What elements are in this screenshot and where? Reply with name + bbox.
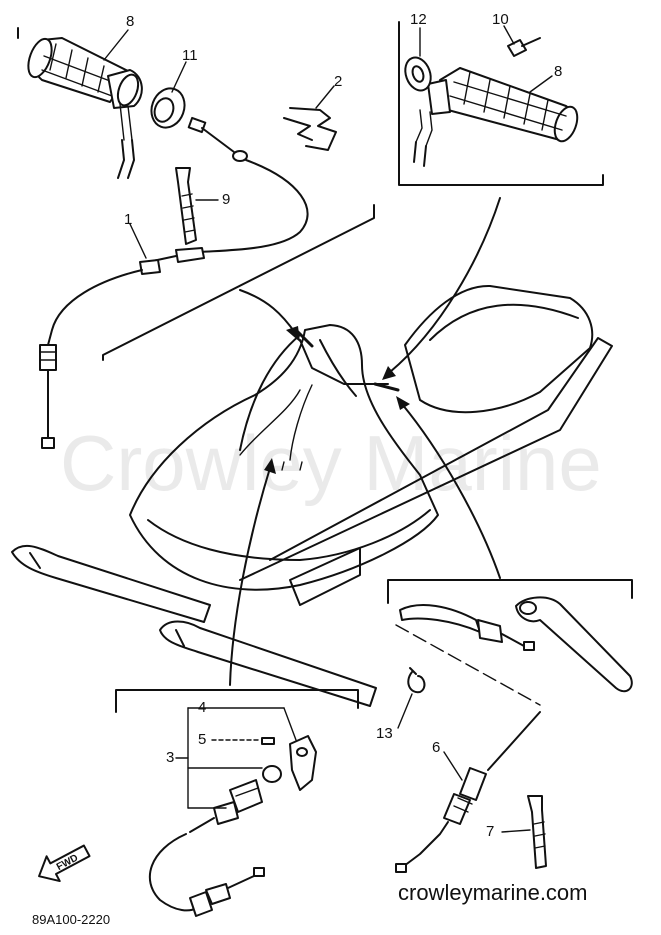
fwd-label: FWD <box>55 853 80 873</box>
choke-cable-3 <box>148 765 282 917</box>
collar-11 <box>150 87 186 129</box>
band-9 <box>175 167 197 245</box>
clip-2 <box>283 107 337 151</box>
callout-4: 4 <box>198 699 206 716</box>
seat <box>404 284 594 414</box>
brake-cable-6 <box>395 711 541 873</box>
callout-labels: 8 11 2 9 1 12 10 8 4 5 3 13 6 7 <box>124 11 562 840</box>
callout-3: 3 <box>166 749 174 766</box>
right-ski <box>159 620 377 707</box>
callout-5: 5 <box>198 731 206 748</box>
frame-top-left <box>17 27 375 361</box>
callout-12: 12 <box>410 11 427 28</box>
band-7 <box>527 795 547 869</box>
clip-13 <box>407 667 426 694</box>
frame-bottom <box>115 689 359 713</box>
screw-10 <box>507 37 541 57</box>
washer-12 <box>404 56 432 92</box>
left-ski <box>11 544 211 623</box>
callout-1: 1 <box>124 211 132 228</box>
callout-8-left: 8 <box>126 13 134 30</box>
pointer-lines <box>229 197 501 686</box>
watermark-text: Crowley Marine <box>60 419 602 507</box>
throttle-cable-1 <box>39 116 309 449</box>
leader-lines <box>103 25 553 833</box>
frame-brake <box>387 579 633 604</box>
diagram-code: 89A100-2220 <box>32 912 110 927</box>
callout-6: 6 <box>432 739 440 756</box>
frame-top-right <box>398 21 604 186</box>
brake-assembly <box>395 596 633 706</box>
pin-5 <box>261 737 275 745</box>
callout-8-right: 8 <box>554 63 562 80</box>
bracket-3-4-5 <box>175 707 297 809</box>
snowmobile-body <box>11 284 613 707</box>
choke-lever-4 <box>289 735 317 791</box>
site-name: crowleymarine.com <box>398 880 588 905</box>
grip-left <box>27 37 143 179</box>
callout-7: 7 <box>486 823 494 840</box>
callout-13: 13 <box>376 725 393 742</box>
cowl <box>129 324 439 591</box>
callout-2: 2 <box>334 73 342 90</box>
callout-11: 11 <box>182 47 198 64</box>
fwd-arrow-icon: FWD <box>38 844 91 883</box>
callout-9: 9 <box>222 191 230 208</box>
grip-right <box>413 67 579 167</box>
running-board <box>239 337 613 581</box>
callout-10: 10 <box>492 11 509 28</box>
